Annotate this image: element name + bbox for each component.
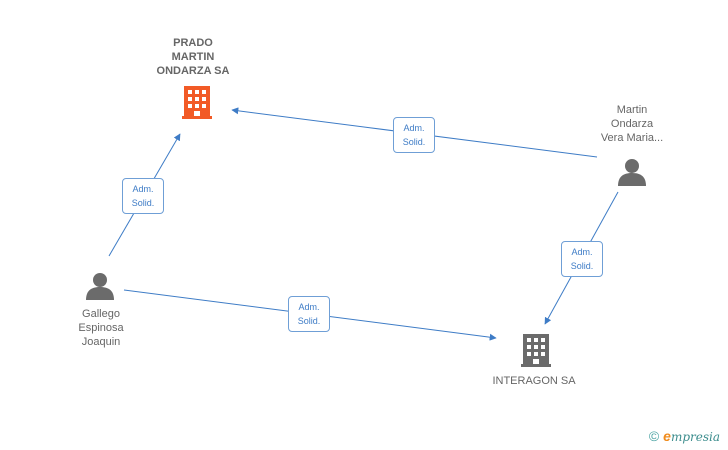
- copyright-icon: ©: [648, 428, 660, 444]
- building-icon[interactable]: [182, 86, 212, 119]
- person-label-martin[interactable]: Martin Ondarza Vera Maria...: [600, 104, 664, 144]
- person-icon[interactable]: [86, 273, 114, 300]
- building-icon[interactable]: [521, 334, 551, 367]
- person-label-gallego[interactable]: Gallego Espinosa Joaquin: [78, 308, 124, 348]
- edge-label-gallego-interagon[interactable]: Adm. Solid.: [288, 296, 330, 332]
- person-icon[interactable]: [618, 159, 646, 186]
- company-label-prado[interactable]: PRADO MARTIN ONDARZA SA: [156, 37, 230, 77]
- brand-logo: empresia: [663, 428, 720, 444]
- company-label-interagon[interactable]: INTERAGON SA: [492, 375, 576, 387]
- edge-label-martin-prado[interactable]: Adm. Solid.: [393, 117, 435, 153]
- edge-label-gallego-prado[interactable]: Adm. Solid.: [122, 178, 164, 214]
- footer-brand[interactable]: © empresia: [649, 428, 720, 444]
- edge-label-martin-interagon[interactable]: Adm. Solid.: [561, 241, 603, 277]
